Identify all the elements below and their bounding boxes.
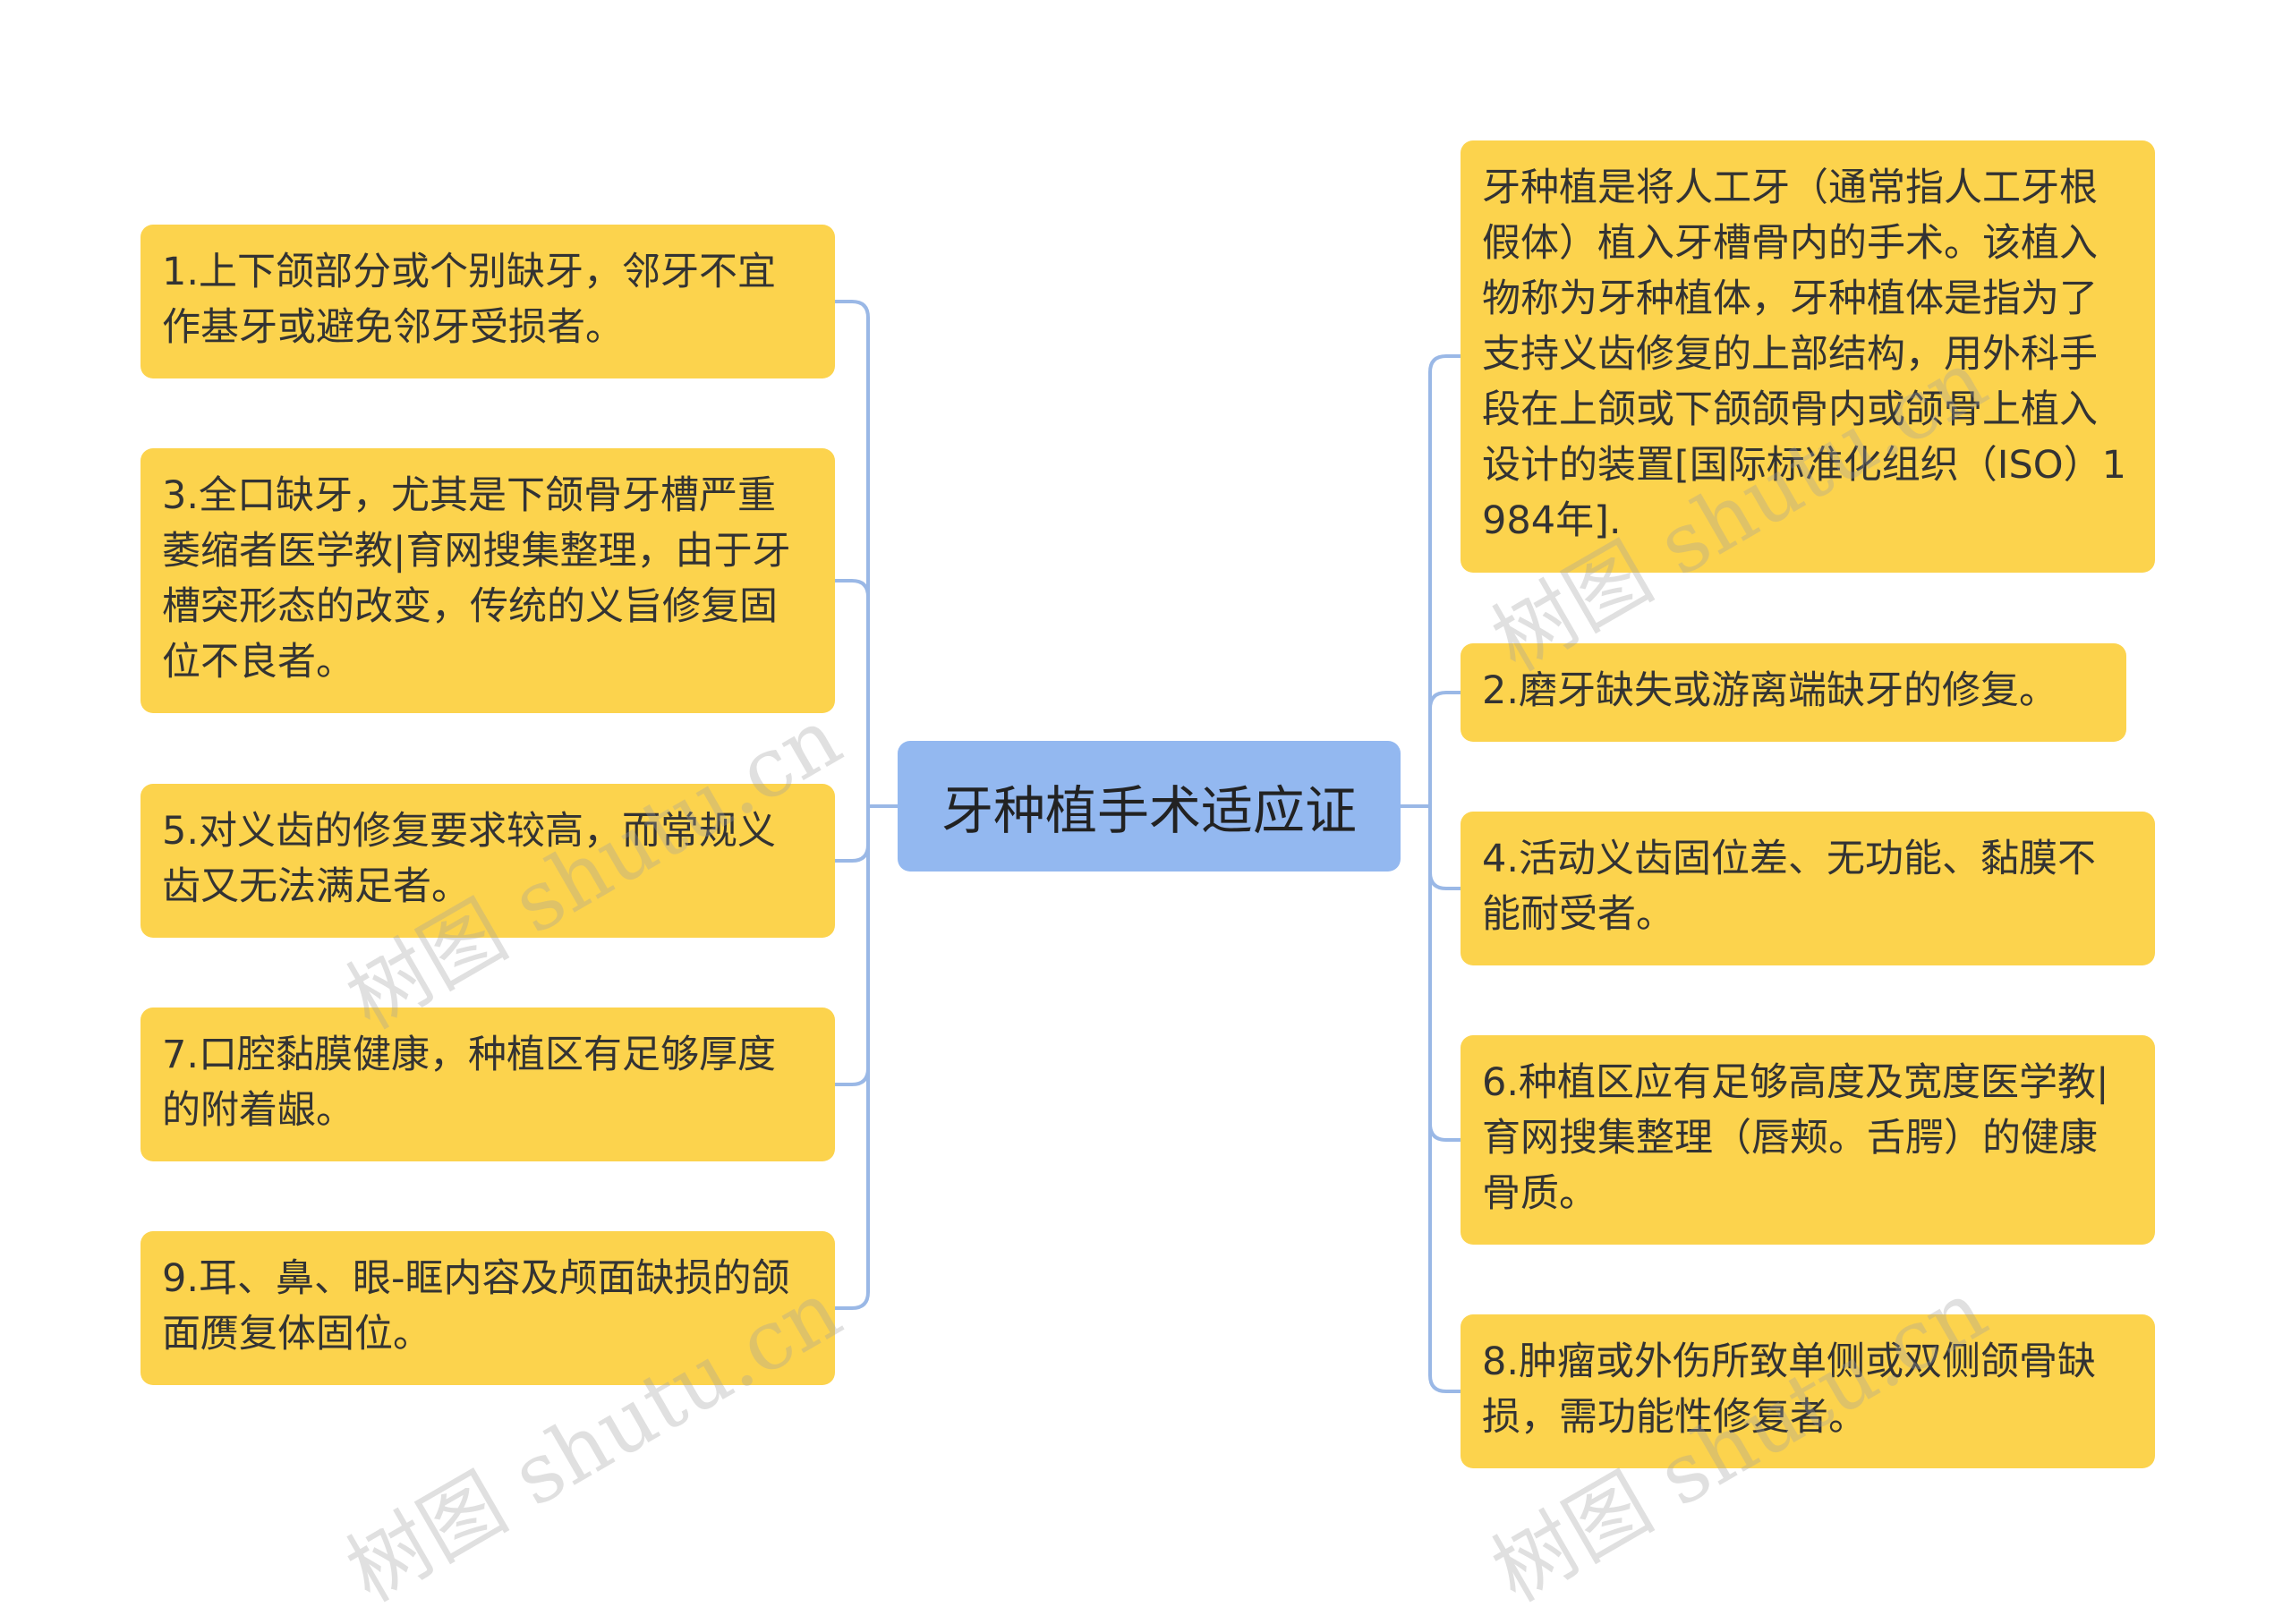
node-text: 1.上下颌部分或个别缺牙，邻牙不宜作基牙或避免邻牙受损者。 (162, 250, 777, 350)
node-text: 9.耳、鼻、眼-眶内容及颅面缺损的颌面赝复体固位。 (162, 1256, 790, 1356)
right-branch-line-1 (1428, 354, 1462, 808)
node-text: 牙种植是将人工牙（通常指人工牙根假体）植入牙槽骨内的手术。该植入物称为牙种植体，… (1482, 166, 2126, 543)
root-title: 牙种植手术适应证 (941, 780, 1357, 841)
right-branch-line-5 (1428, 804, 1462, 1393)
left-branch-line-2 (833, 579, 870, 808)
node-text: 7.口腔黏膜健康，种植区有足够厚度的附着龈。 (162, 1033, 777, 1133)
left-branch-line-4 (833, 804, 870, 1086)
right-node-8[interactable]: 8.肿瘤或外伤所致单侧或双侧颌骨缺损，需功能性修复者。 (1461, 1314, 2155, 1468)
right-node-4[interactable]: 4.活动义齿固位差、无功能、黏膜不能耐受者。 (1461, 812, 2155, 965)
node-text: 5.对义齿的修复要求较高，而常规义齿又无法满足者。 (162, 809, 777, 909)
node-text: 2.磨牙缺失或游离端缺牙的修复。 (1482, 668, 2058, 713)
node-text: 4.活动义齿固位差、无功能、黏膜不能耐受者。 (1482, 837, 2097, 937)
left-node-1[interactable]: 1.上下颌部分或个别缺牙，邻牙不宜作基牙或避免邻牙受损者。 (141, 225, 835, 378)
right-node-6[interactable]: 6.种植区应有足够高度及宽度医学教|育网搜集整理（唇颊。舌腭）的健康骨质。 (1461, 1035, 2155, 1245)
root-node[interactable]: 牙种植手术适应证 (898, 741, 1401, 872)
left-branch-line-5 (833, 804, 870, 1310)
right-branch-line-2 (1428, 691, 1462, 808)
left-branch-line-1 (833, 300, 870, 808)
left-node-9[interactable]: 9.耳、鼻、眼-眶内容及颅面缺损的颌面赝复体固位。 (141, 1231, 835, 1385)
node-text: 8.肿瘤或外伤所致单侧或双侧颌骨缺损，需功能性修复者。 (1482, 1339, 2097, 1440)
right-node-intro[interactable]: 牙种植是将人工牙（通常指人工牙根假体）植入牙槽骨内的手术。该植入物称为牙种植体，… (1461, 140, 2155, 573)
node-text: 3.全口缺牙，尤其是下颌骨牙槽严重萎缩者医学教|育网搜集整理，由于牙槽突形态的改… (162, 473, 791, 684)
left-node-5[interactable]: 5.对义齿的修复要求较高，而常规义齿又无法满足者。 (141, 784, 835, 938)
left-branch-line-3 (833, 804, 870, 863)
right-branch-line-3 (1428, 804, 1462, 890)
node-text: 6.种植区应有足够高度及宽度医学教|育网搜集整理（唇颊。舌腭）的健康骨质。 (1482, 1060, 2109, 1216)
left-node-3[interactable]: 3.全口缺牙，尤其是下颌骨牙槽严重萎缩者医学教|育网搜集整理，由于牙槽突形态的改… (141, 448, 835, 713)
right-node-2[interactable]: 2.磨牙缺失或游离端缺牙的修复。 (1461, 643, 2126, 742)
right-branch-line-4 (1428, 804, 1462, 1142)
left-node-7[interactable]: 7.口腔黏膜健康，种植区有足够厚度的附着龈。 (141, 1008, 835, 1161)
